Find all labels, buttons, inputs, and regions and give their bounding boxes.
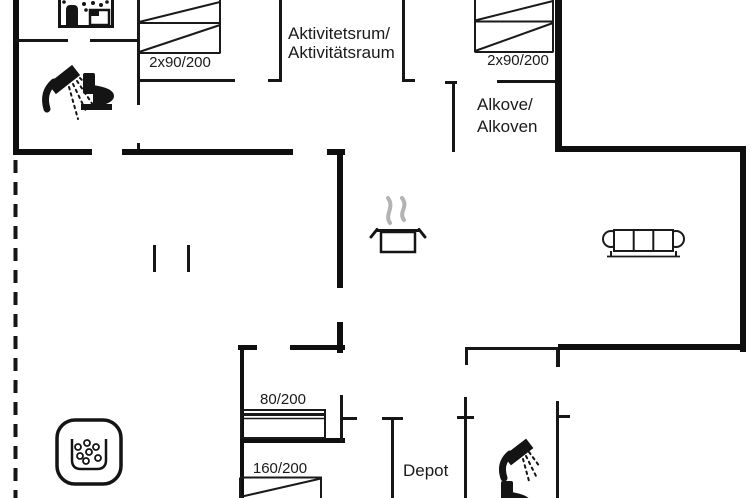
room-label-depot: Depot: [403, 461, 449, 480]
room-label-alkove: Alkove/ Alkoven: [477, 94, 537, 138]
whirlpool-icon: [55, 418, 123, 486]
single-bed-80: [240, 409, 326, 439]
cooking-pot-icon: [369, 196, 427, 254]
bed-size-label-bunk-left: 2x90/200: [149, 54, 211, 71]
shower-icon-2: [498, 438, 541, 482]
room-label-alkove-line1: Alkove/: [477, 95, 533, 114]
room-label-aktivitetsrum: Aktivitetsrum/ Aktivitätsraum: [288, 24, 395, 62]
inner-walls: [15, 0, 570, 498]
sofa-icon: [602, 229, 685, 258]
bed-size-label-single: 80/200: [260, 391, 306, 408]
double-bed-160: [239, 476, 322, 498]
dishwasher-icon: [58, 0, 114, 28]
toilet-icon-2: [501, 481, 529, 498]
bunk-bed-top-right: [474, 0, 554, 53]
bunk-bed-top-left: [138, 0, 221, 54]
room-label-alkove-line2: Alkoven: [477, 117, 538, 136]
outer-walls: [13, 0, 746, 498]
bed-size-label-double: 160/200: [252, 460, 308, 477]
bed-size-label-bunk-right: 2x90/200: [487, 52, 549, 69]
room-label-aktivitetsrum-line2: Aktivitätsraum: [288, 43, 395, 62]
room-label-aktivitetsrum-line1: Aktivitetsrum/: [288, 24, 391, 43]
toilet-icon: [81, 73, 114, 110]
